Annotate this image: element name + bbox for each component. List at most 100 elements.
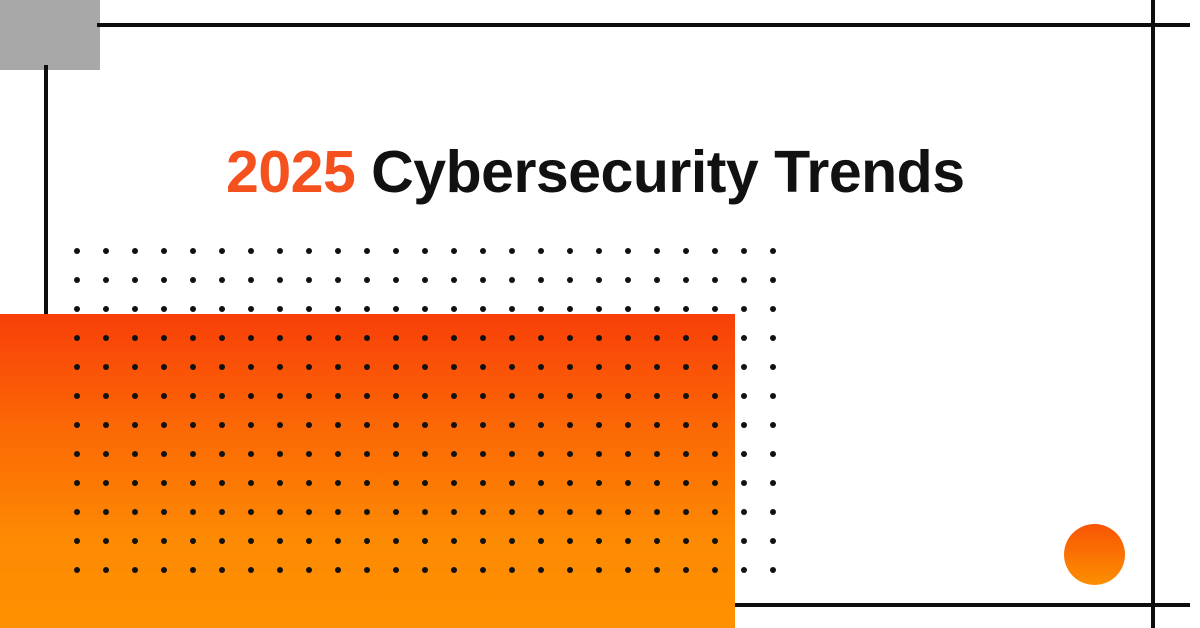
grid-dot xyxy=(161,364,167,370)
grid-dot xyxy=(393,480,399,486)
grid-dot xyxy=(74,364,80,370)
grid-dot xyxy=(422,509,428,515)
grid-dot xyxy=(248,451,254,457)
grid-dot xyxy=(393,364,399,370)
grid-dot xyxy=(509,248,515,254)
grid-dot xyxy=(161,509,167,515)
grid-dot xyxy=(596,451,602,457)
grid-dot xyxy=(683,277,689,283)
grid-dot xyxy=(393,538,399,544)
grid-dot xyxy=(422,335,428,341)
grid-dot xyxy=(422,451,428,457)
grid-dot xyxy=(451,451,457,457)
grid-dot xyxy=(103,451,109,457)
grid-dot xyxy=(480,567,486,573)
grid-dot xyxy=(364,422,370,428)
grid-dot xyxy=(219,509,225,515)
grid-dot xyxy=(538,509,544,515)
grid-dot xyxy=(74,277,80,283)
title-year: 2025 xyxy=(226,138,356,205)
grid-dot xyxy=(625,393,631,399)
grid-dot xyxy=(219,277,225,283)
grid-dot xyxy=(248,538,254,544)
grid-dot xyxy=(770,306,776,312)
grid-dot xyxy=(480,480,486,486)
grid-dot xyxy=(596,509,602,515)
grid-dot xyxy=(509,509,515,515)
grid-dot xyxy=(509,364,515,370)
grid-dot xyxy=(335,451,341,457)
grid-dot xyxy=(219,451,225,457)
grid-dot xyxy=(625,480,631,486)
grid-dot xyxy=(567,422,573,428)
grid-dot xyxy=(190,451,196,457)
grid-dot xyxy=(277,248,283,254)
grid-dot xyxy=(190,538,196,544)
grid-dot xyxy=(161,248,167,254)
grid-dot xyxy=(190,422,196,428)
grid-dot xyxy=(625,451,631,457)
grid-dot xyxy=(683,567,689,573)
grid-dot xyxy=(190,248,196,254)
top-horizontal-rule xyxy=(97,23,1190,27)
grid-dot xyxy=(219,335,225,341)
grid-dot xyxy=(625,509,631,515)
grid-dot xyxy=(567,335,573,341)
grid-dot xyxy=(364,480,370,486)
grid-dot xyxy=(538,451,544,457)
gray-square-decoration xyxy=(0,0,100,70)
grid-dot xyxy=(538,480,544,486)
grid-dot xyxy=(335,306,341,312)
grid-dot xyxy=(364,248,370,254)
bottom-horizontal-rule xyxy=(735,603,1190,607)
grid-dot xyxy=(190,509,196,515)
grid-dot xyxy=(567,480,573,486)
grid-dot xyxy=(132,422,138,428)
grid-dot xyxy=(74,509,80,515)
grid-dot xyxy=(74,422,80,428)
grid-dot xyxy=(741,451,747,457)
grid-dot xyxy=(248,248,254,254)
grid-dot xyxy=(422,422,428,428)
grid-dot xyxy=(277,364,283,370)
grid-dot xyxy=(306,335,312,341)
grid-dot xyxy=(509,422,515,428)
grid-dot xyxy=(567,364,573,370)
grid-dot xyxy=(538,393,544,399)
grid-dot xyxy=(654,364,660,370)
grid-dot xyxy=(567,277,573,283)
grid-dot xyxy=(770,480,776,486)
grid-dot xyxy=(132,364,138,370)
grid-dot xyxy=(770,538,776,544)
grid-dot xyxy=(683,335,689,341)
grid-dot xyxy=(132,509,138,515)
grid-dot xyxy=(538,538,544,544)
grid-dot xyxy=(741,277,747,283)
grid-dot xyxy=(393,451,399,457)
grid-dot xyxy=(480,422,486,428)
grid-dot xyxy=(509,393,515,399)
grid-dot xyxy=(770,393,776,399)
grid-dot xyxy=(741,306,747,312)
grid-dot xyxy=(741,480,747,486)
grid-dot xyxy=(712,364,718,370)
grid-dot xyxy=(683,306,689,312)
grid-dot xyxy=(596,306,602,312)
grid-dot xyxy=(654,335,660,341)
grid-dot xyxy=(509,335,515,341)
grid-dot xyxy=(509,538,515,544)
grid-dot xyxy=(451,480,457,486)
title-rest: Cybersecurity Trends xyxy=(371,138,965,205)
grid-dot xyxy=(654,393,660,399)
grid-dot xyxy=(103,480,109,486)
grid-dot xyxy=(277,567,283,573)
grid-dot xyxy=(596,335,602,341)
grid-dot xyxy=(74,538,80,544)
grid-dot xyxy=(335,509,341,515)
grid-dot xyxy=(161,451,167,457)
grid-dot xyxy=(422,364,428,370)
grid-dot xyxy=(567,451,573,457)
grid-dot xyxy=(451,248,457,254)
grid-dot xyxy=(190,393,196,399)
